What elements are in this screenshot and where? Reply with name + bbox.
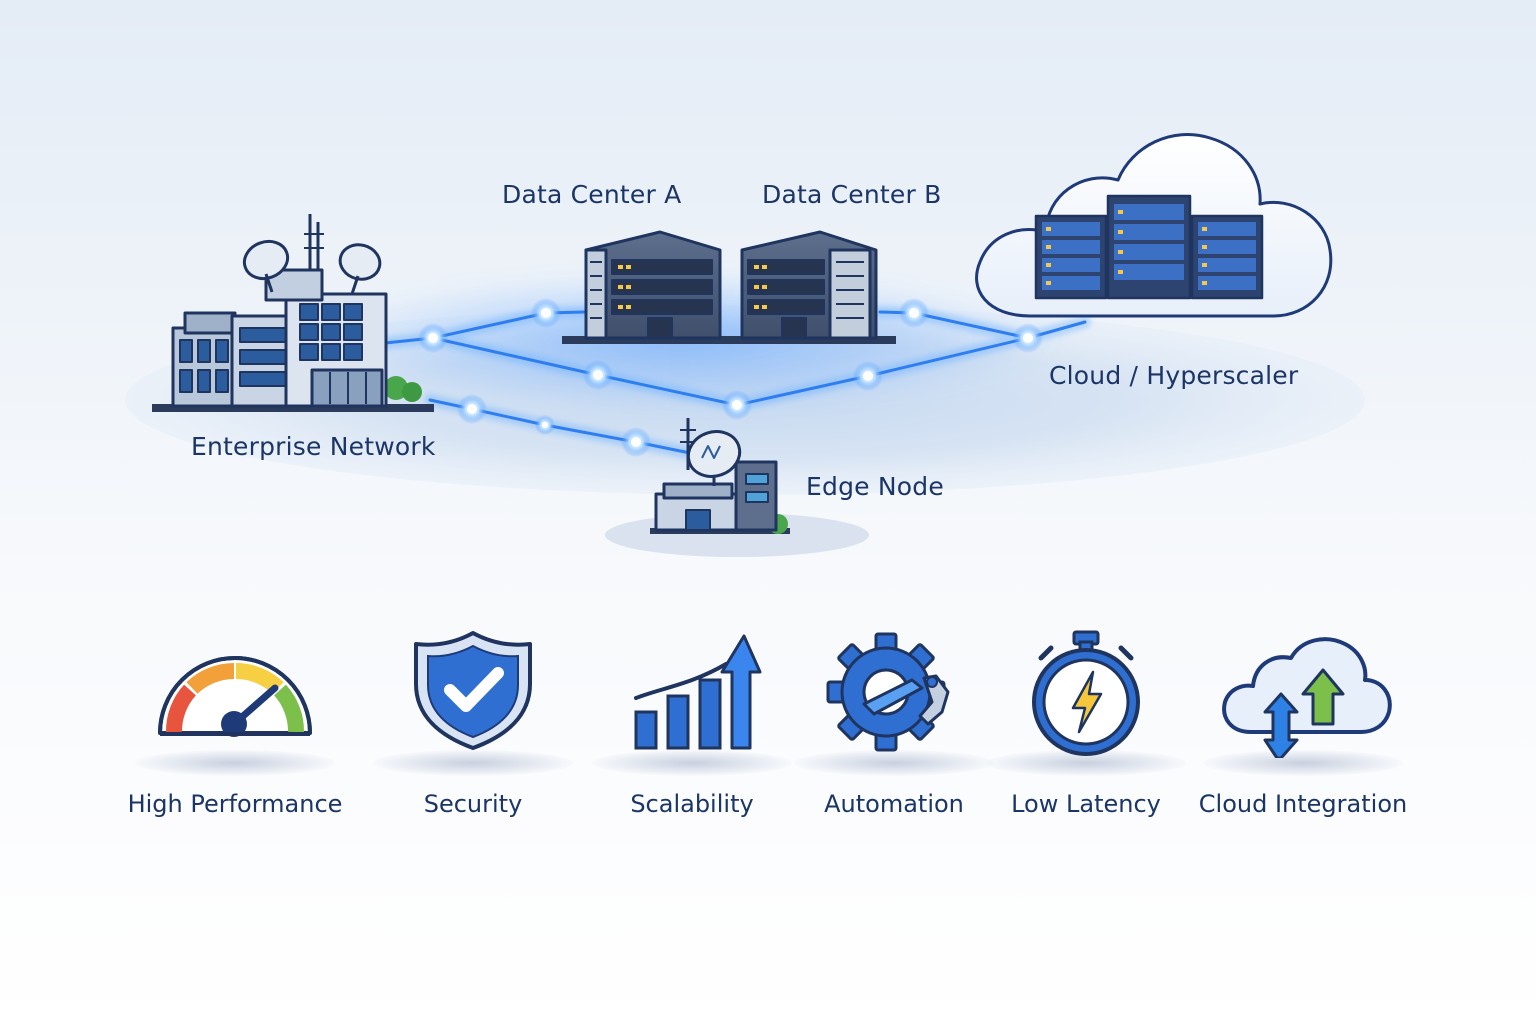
gear-robot-arm-icon [826,632,950,752]
link-node [722,390,752,420]
feature-cloud-integration: Cloud Integration [1183,628,1423,838]
feature-high-performance: High Performance [115,628,355,838]
edge-node-icon [650,418,790,534]
speedometer-icon [158,656,312,737]
link-node [418,323,448,353]
enterprise-label: Enterprise Network [191,432,436,461]
link-node [1013,323,1043,353]
cloud-label: Cloud / Hyperscaler [1049,361,1299,390]
feature-label-low-latency: Low Latency [1011,790,1161,818]
link-nodes [418,298,1043,457]
datacenter-a-icon [562,230,896,344]
link-node [583,360,613,390]
datacenter-b-label: Data Center B [762,180,942,209]
shield-check-icon [414,631,532,750]
feature-scalability: Scalability [572,628,812,838]
growth-chart-icon [634,634,762,750]
cloud-hyperscaler-icon [975,133,1333,318]
link-node [899,298,929,328]
feature-security: Security [353,628,593,838]
feature-label-high-performance: High Performance [127,790,343,818]
edge-node-label: Edge Node [806,472,944,501]
datacenter-b-icon [740,230,878,340]
enterprise-building-icon [152,214,434,412]
feature-low-latency: Low Latency [966,628,1206,838]
link-node [531,298,561,328]
link-node [457,394,487,424]
feature-label-security: Security [423,790,523,818]
feature-label-automation: Automation [824,790,964,818]
feature-label-cloud-integration: Cloud Integration [1198,790,1408,818]
link-node [621,427,651,457]
feature-label-scalability: Scalability [630,790,754,818]
feature-automation: Automation [774,628,1014,838]
link-node [535,415,555,435]
link-node [853,361,883,391]
datacenter-a-label: Data Center A [502,180,682,209]
stopwatch-lightning-icon [1032,630,1140,756]
cloud-sync-icon [1222,637,1392,758]
